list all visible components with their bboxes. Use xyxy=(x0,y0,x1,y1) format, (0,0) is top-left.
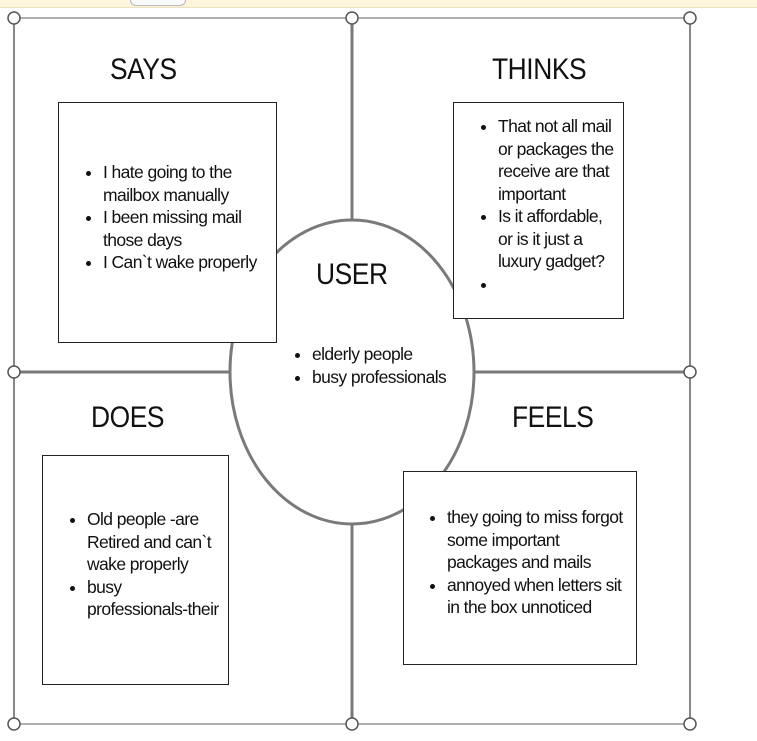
feels-heading: FEELS xyxy=(512,401,594,434)
feels-box[interactable]: they going to miss forgot some important… xyxy=(403,471,637,665)
user-list: elderly people busy professionals xyxy=(266,343,466,388)
resize-handle-bottom-left xyxy=(7,717,21,731)
resize-handle-top-right xyxy=(683,11,697,25)
user-ellipse xyxy=(228,218,476,526)
list-item: busy professionals xyxy=(312,366,466,389)
list-item: busy professionals-their xyxy=(87,576,222,621)
list-item: annoyed when letters sit in the box unno… xyxy=(447,574,630,619)
does-box[interactable]: Old people -are Retired and can`t wake p… xyxy=(42,455,229,685)
resize-handle-bottom xyxy=(345,717,359,731)
list-item: Old people -are Retired and can`t wake p… xyxy=(87,508,222,576)
list-item: Is it affordable, or is it just a luxury… xyxy=(498,205,619,273)
resize-handle-bottom-right xyxy=(683,717,697,731)
list-item: That not all mail or packages the receiv… xyxy=(498,115,619,205)
thinks-box[interactable]: That not all mail or packages the receiv… xyxy=(453,102,624,319)
resize-handle-right xyxy=(683,365,697,379)
does-list: Old people -are Retired and can`t wake p… xyxy=(43,508,228,621)
says-box[interactable]: I hate going to the mailbox manually I b… xyxy=(58,102,277,343)
thinks-list: That not all mail or packages the receiv… xyxy=(454,115,623,295)
says-heading: SAYS xyxy=(110,53,177,86)
resize-handle-top xyxy=(345,11,359,25)
does-heading: DOES xyxy=(91,401,165,434)
list-item: I been missing mail those days xyxy=(103,206,276,251)
list-item: I hate going to the mailbox manually xyxy=(103,161,276,206)
list-item: they going to miss forgot some important… xyxy=(447,506,630,574)
list-item: I Can`t wake properly xyxy=(103,251,276,274)
list-item: elderly people xyxy=(312,343,466,366)
list-item: ​ xyxy=(498,273,619,296)
feels-list: they going to miss forgot some important… xyxy=(404,506,636,619)
resize-handle-left xyxy=(7,365,21,379)
resize-handle-top-left xyxy=(7,11,21,25)
app-top-bar xyxy=(0,0,757,8)
resize-handles[interactable] xyxy=(7,11,697,731)
user-list-container[interactable]: elderly people busy professionals xyxy=(266,343,466,388)
thinks-heading: THINKS xyxy=(492,53,587,86)
says-list: I hate going to the mailbox manually I b… xyxy=(59,161,276,274)
user-heading: USER xyxy=(316,258,388,291)
